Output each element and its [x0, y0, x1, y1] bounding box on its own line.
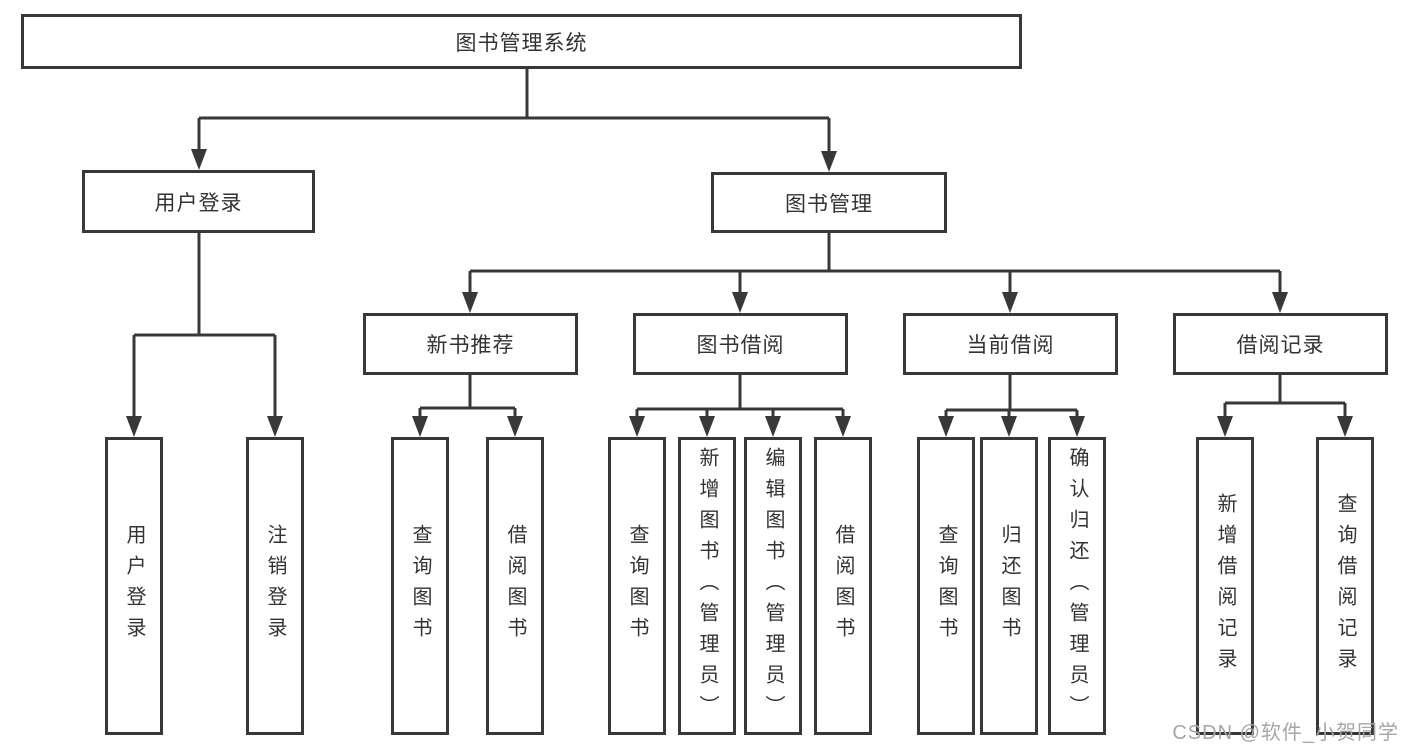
node-current-borrow: 当前借阅 [903, 313, 1118, 375]
node-root: 图书管理系统 [21, 14, 1022, 69]
leaf-add-books-admin: 新增图书（管理员） [678, 437, 736, 735]
leaf-user-login-label: 用户登录 [123, 524, 145, 648]
leaf-edit-books-admin: 编辑图书（管理员） [744, 437, 802, 735]
node-book-borrow: 图书借阅 [633, 313, 848, 375]
leaf-query-borrow-record: 查询借阅记录 [1316, 437, 1374, 735]
leaf-add-borrow-record: 新增借阅记录 [1196, 437, 1254, 735]
node-new-book-recommend-label: 新书推荐 [426, 334, 515, 357]
leaf-borrow-query-books: 查询图书 [608, 437, 666, 735]
leaf-recommend-borrow-books: 借阅图书 [486, 437, 544, 735]
node-new-book-recommend: 新书推荐 [363, 313, 578, 375]
node-borrow-records: 借阅记录 [1173, 313, 1388, 375]
leaf-current-query-books: 查询图书 [917, 437, 975, 735]
leaf-borrow-query-books-label: 查询图书 [626, 524, 648, 648]
node-user-login: 用户登录 [82, 170, 315, 233]
leaf-edit-books-admin-label: 编辑图书（管理员） [762, 446, 784, 726]
node-current-borrow-label: 当前借阅 [966, 334, 1055, 357]
leaf-recommend-query-books-label: 查询图书 [409, 524, 431, 648]
node-book-borrow-label: 图书借阅 [696, 334, 785, 357]
node-borrow-records-label: 借阅记录 [1236, 334, 1325, 357]
leaf-borrow-books-label: 借阅图书 [832, 524, 854, 648]
node-book-management: 图书管理 [711, 172, 947, 233]
leaf-logout-label: 注销登录 [264, 524, 286, 648]
leaf-user-login: 用户登录 [105, 437, 163, 735]
leaf-confirm-return-admin-label: 确认归还（管理员） [1066, 446, 1088, 726]
leaf-confirm-return-admin: 确认归还（管理员） [1048, 437, 1106, 735]
leaf-add-borrow-record-label: 新增借阅记录 [1214, 493, 1236, 679]
leaf-logout: 注销登录 [246, 437, 304, 735]
leaf-recommend-query-books: 查询图书 [391, 437, 449, 735]
csdn-watermark: CSDN @软件_小贺同学 [1172, 722, 1399, 744]
leaf-recommend-borrow-books-label: 借阅图书 [504, 524, 526, 648]
leaf-return-books-label: 归还图书 [998, 524, 1020, 648]
leaf-query-borrow-record-label: 查询借阅记录 [1334, 493, 1356, 679]
leaf-add-books-admin-label: 新增图书（管理员） [696, 446, 718, 726]
node-root-label: 图书管理系统 [455, 31, 588, 55]
node-book-management-label: 图书管理 [785, 192, 873, 216]
leaf-borrow-books: 借阅图书 [814, 437, 872, 735]
leaf-return-books: 归还图书 [980, 437, 1038, 735]
node-user-login-label: 用户登录 [154, 191, 243, 215]
leaf-current-query-books-label: 查询图书 [935, 524, 957, 648]
